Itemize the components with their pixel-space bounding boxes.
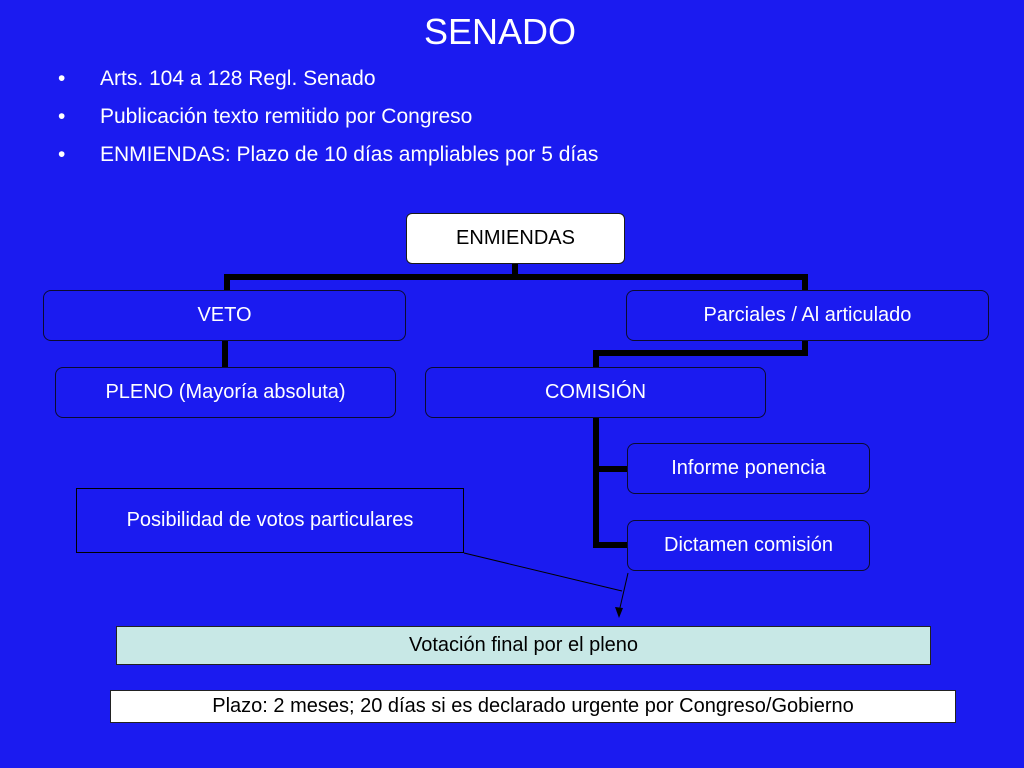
informe-box: Informe ponencia: [627, 443, 870, 494]
dictamen-label: Dictamen comisión: [664, 534, 833, 556]
bullet-item: Publicación texto remitido por Congreso: [58, 98, 598, 136]
votos-particulares-label: Posibilidad de votos particulares: [126, 509, 414, 531]
votacion-final-box: Votación final por el pleno: [116, 626, 931, 665]
parciales-box: Parciales / Al articulado: [626, 290, 989, 341]
page-title: SENADO: [423, 11, 577, 52]
arrow-line: [618, 572, 629, 613]
informe-label: Informe ponencia: [671, 457, 826, 479]
arrow-line: [463, 552, 623, 592]
parciales-label: Parciales / Al articulado: [703, 304, 912, 326]
comision-label: COMISIÓN: [544, 381, 647, 403]
plazo-label: Plazo: 2 meses; 20 días si es declarado …: [212, 695, 854, 717]
dictamen-box: Dictamen comisión: [627, 520, 870, 571]
veto-label: VETO: [197, 304, 252, 326]
veto-box: VETO: [43, 290, 406, 341]
pleno-box: PLENO (Mayoría absoluta): [55, 367, 396, 418]
comision-box: COMISIÓN: [425, 367, 766, 418]
votos-particulares-box: Posibilidad de votos particulares: [76, 488, 464, 553]
pleno-label: PLENO (Mayoría absoluta): [105, 381, 346, 403]
enmiendas-label: ENMIENDAS: [456, 227, 575, 249]
bullet-list: Arts. 104 a 128 Regl. Senado Publicación…: [58, 60, 598, 174]
bullet-item: Arts. 104 a 128 Regl. Senado: [58, 60, 598, 98]
votacion-final-label: Votación final por el pleno: [408, 634, 639, 656]
arrow-head: [615, 607, 623, 618]
plazo-box: Plazo: 2 meses; 20 días si es declarado …: [110, 690, 956, 723]
enmiendas-box: ENMIENDAS: [406, 213, 625, 264]
bullet-item: ENMIENDAS: Plazo de 10 días ampliables p…: [58, 136, 598, 174]
